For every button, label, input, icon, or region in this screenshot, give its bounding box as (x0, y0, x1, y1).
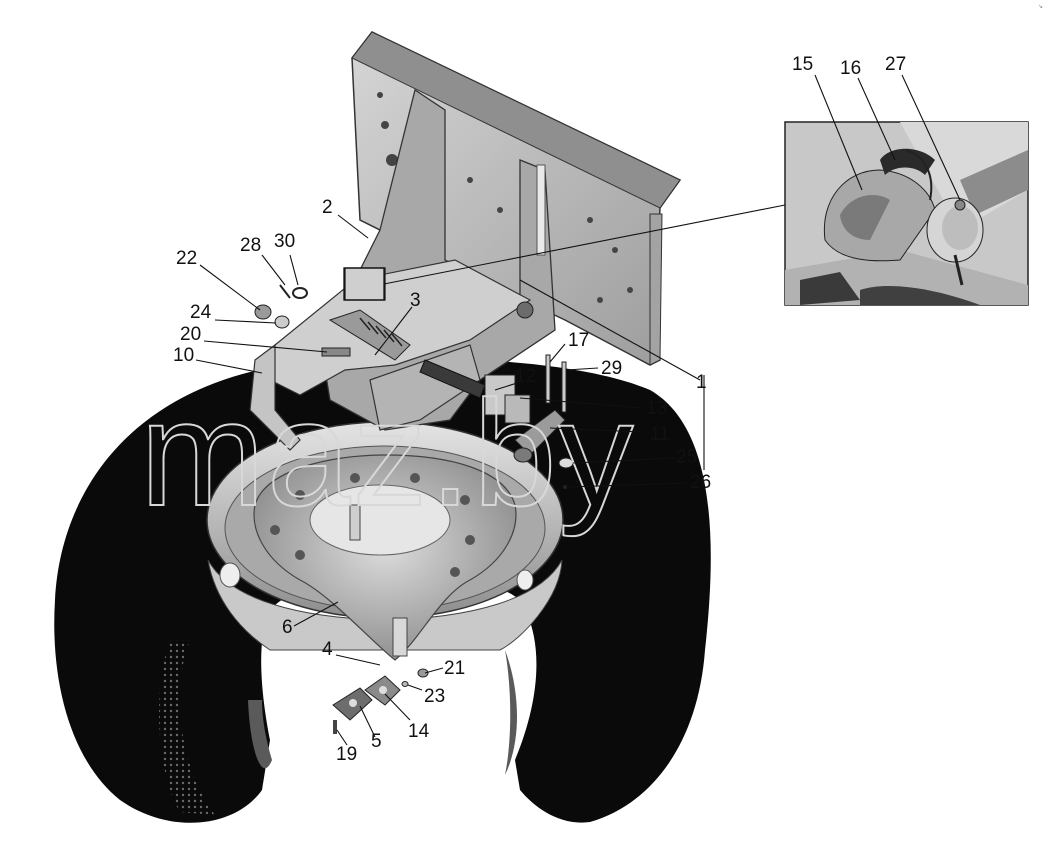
callout-30: 30 (274, 231, 295, 252)
callout-27: 27 (885, 54, 906, 75)
wrench-handle (419, 359, 486, 399)
winch-assembly (328, 267, 574, 489)
callout-17: 17 (568, 330, 589, 351)
frame-bolt (516, 301, 534, 319)
tire-sidewall-highlight-right (505, 650, 518, 775)
bolt-19 (333, 720, 337, 734)
tire-sidewall-highlight (248, 700, 272, 769)
tread-pattern (159, 640, 215, 815)
leader-lines (195, 74, 961, 746)
tire (54, 358, 711, 823)
callout-25: 25 (676, 447, 697, 468)
spare-wheel (54, 358, 711, 823)
bolt-17 (545, 354, 551, 404)
lower-parts (332, 668, 429, 734)
callout-28: 28 (240, 235, 261, 256)
callout-23: 23 (424, 686, 445, 707)
callout-5: 5 (371, 731, 382, 752)
nut-21 (417, 668, 429, 678)
callout-3: 3 (410, 290, 421, 311)
pin-26 (563, 485, 567, 489)
lower-stud (392, 617, 408, 657)
callout-labels: 15 16 27 2 28 30 22 3 24 20 10 17 12 29 … (173, 54, 906, 765)
callout-20: 20 (180, 324, 201, 345)
callout-21: 21 (444, 658, 465, 679)
washer-23 (401, 681, 409, 687)
detail-connector (383, 204, 786, 285)
rim-lower-flange (207, 559, 563, 651)
callout-12: 12 (515, 366, 536, 387)
callout-24: 24 (190, 302, 212, 323)
washer-24 (274, 315, 290, 329)
callout-13: 13 (646, 398, 667, 419)
callout-19: 19 (336, 744, 357, 765)
callout-14: 14 (408, 721, 430, 742)
callout-10: 10 (173, 345, 194, 366)
callout-26: 26 (690, 472, 711, 493)
callout-16: 16 (840, 58, 861, 79)
slot-vertical (536, 164, 546, 256)
callout-15: 15 (792, 54, 813, 75)
left-fasteners (254, 284, 351, 357)
callout-4: 4 (322, 639, 333, 660)
callout-6: 6 (282, 617, 293, 638)
rim-hole-left (219, 562, 241, 588)
corner-mark: ↘ (1038, 3, 1043, 10)
callout-2: 2 (322, 197, 333, 218)
pin-28 (279, 284, 291, 299)
detail-inset (784, 121, 1029, 306)
nut-22 (254, 304, 272, 320)
center-hole (309, 484, 451, 556)
center-stud (349, 504, 361, 541)
rim-hole-right (516, 569, 534, 591)
watermark: maz.by (140, 369, 635, 537)
bolt-holes (270, 473, 475, 577)
callout-22: 22 (176, 248, 197, 269)
bolt-29 (561, 361, 567, 413)
callout-29: 29 (601, 358, 622, 379)
callout-11: 11 (650, 424, 670, 445)
ring-30 (292, 287, 308, 299)
callout-1: 1 (696, 372, 707, 393)
